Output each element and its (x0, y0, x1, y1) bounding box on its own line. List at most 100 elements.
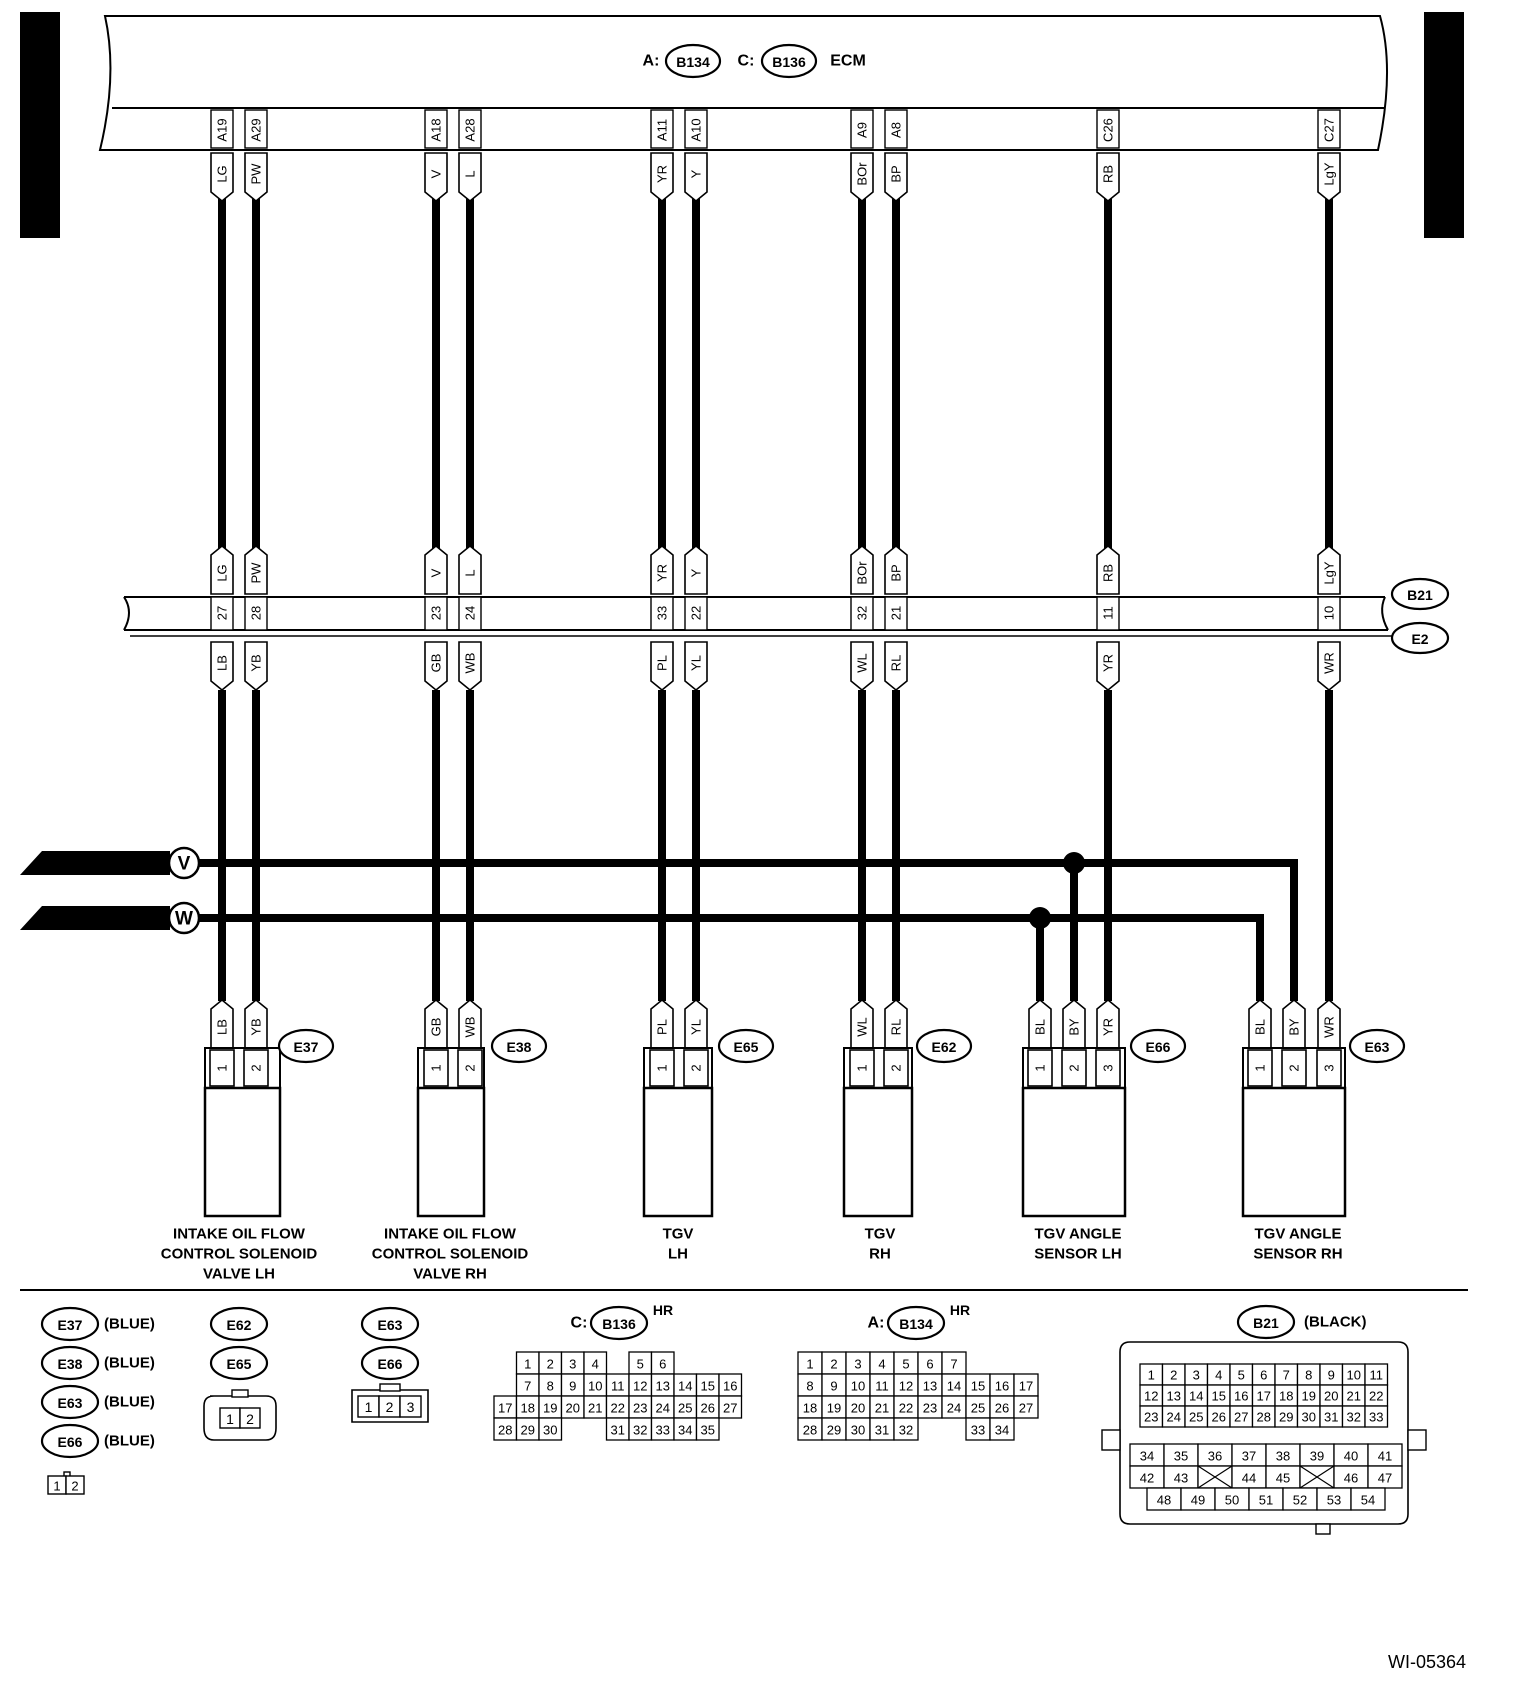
legend-b21-pin: 13 (1167, 1389, 1181, 1404)
comp-pin-number: 2 (249, 1064, 264, 1071)
legend-conn-E65-text: E65 (227, 1356, 252, 1372)
wire-color-top: LgY (1322, 162, 1337, 185)
wire-color-joint-bottom: WL (855, 653, 870, 673)
legend-2pin-text: 2 (246, 1411, 254, 1427)
legend-3pin-pin (399, 1395, 422, 1418)
legend-conn-E66-oval (40, 1423, 100, 1459)
ecm-pin-box (244, 109, 268, 149)
comp-name: TGV ANGLE (1035, 1226, 1122, 1243)
wire-color-joint-top: BOr (855, 561, 870, 585)
joint-b21-oval (1390, 577, 1450, 611)
comp-pin-color: BY (1067, 1018, 1082, 1036)
figure-id: WI-05364 (1388, 1652, 1466, 1672)
legend-2pin-pin (239, 1407, 261, 1429)
joint-pin-22: 22 (689, 606, 704, 620)
legend-color: (BLUE) (104, 1394, 155, 1411)
wire-color-joint-top: V (429, 568, 444, 577)
legend-b134-pin: 28 (803, 1423, 817, 1438)
wire-color-joint-bottom-tag (850, 641, 874, 692)
ecm-pin-C26: C26 (1101, 118, 1116, 142)
legend-b134-pin: 17 (1019, 1379, 1033, 1394)
legend-b21-pin: 34 (1140, 1449, 1154, 1464)
wire-color-joint-top-tag (850, 544, 874, 595)
ecm-pin-box (1096, 109, 1120, 149)
legend-small-pin (65, 1475, 85, 1495)
legend-b21-pin: 25 (1189, 1410, 1203, 1425)
comp-name: TGV (865, 1226, 896, 1243)
comp-conn-E63-oval (1348, 1028, 1406, 1064)
legend-b21-pin: 9 (1328, 1368, 1335, 1383)
joint-right-cut (1381, 596, 1389, 631)
comp-pin-box (243, 1049, 269, 1087)
comp-body (1241, 1086, 1347, 1218)
legend-b134-pin: 27 (1019, 1401, 1033, 1416)
wire-color-comp: WB (463, 1017, 478, 1038)
legend-b21-blank-x (1299, 1465, 1335, 1489)
legend-b136-pin: 7 (524, 1379, 531, 1394)
comp-pin-number: 3 (1101, 1064, 1116, 1071)
wire-color-joint-bottom-tag (210, 641, 234, 692)
legend-b21-pin: 1 (1148, 1368, 1155, 1383)
wire-color-top: YR (655, 165, 670, 183)
comp-conn-E66-text: E66 (1146, 1039, 1171, 1055)
legend-conn-E63-oval (40, 1384, 100, 1420)
legend-b134-pin: 11 (875, 1379, 889, 1394)
comp-pin-box (1095, 1049, 1121, 1087)
legend-b21-pin: 48 (1157, 1493, 1171, 1508)
legend-b134-pin: 6 (926, 1357, 933, 1372)
wire-color-comp: YB (249, 1018, 264, 1035)
wire-color-top-tag (1096, 152, 1120, 203)
comp-conn-E38-text: E38 (507, 1039, 532, 1055)
legend-conn-E66-text: E66 (58, 1434, 83, 1450)
wires: A19LGLGLBLBA29PWPWYBYBA18VVGBGBA28LLWBWB… (210, 109, 1341, 1049)
legend-b136-pin: 11 (611, 1379, 625, 1394)
legend-b134-pin: 34 (995, 1423, 1009, 1438)
wire-color-top: PW (249, 163, 264, 185)
ecm-conn-a-oval (664, 43, 722, 79)
legend-b134-pin: 9 (830, 1379, 837, 1394)
legend-b21-pin: 6 (1260, 1368, 1267, 1383)
wire-color-joint-top-tag (1096, 544, 1120, 595)
legend-b21-pin: 41 (1378, 1449, 1392, 1464)
wire-color-joint-bottom: YB (249, 654, 264, 671)
page-tag-left: E/G(TB)-09 (25, 58, 55, 192)
comp-pin-box (1281, 1049, 1307, 1087)
legend-conn-E38-text: E38 (58, 1356, 83, 1372)
legend-b134-pin: 31 (875, 1423, 889, 1438)
legend-b136-pin: 26 (701, 1401, 715, 1416)
legend-b134-pin: 19 (827, 1401, 841, 1416)
joint-fill (124, 597, 1388, 630)
joint-pin-21: 21 (889, 606, 904, 620)
ref-letter-W: W (175, 909, 193, 930)
legend-b21-pin: 45 (1276, 1471, 1290, 1486)
legend-b21-pin: 21 (1347, 1389, 1361, 1404)
legend-b21-color: (BLACK) (1304, 1314, 1366, 1331)
legend-b134-pin: 16 (995, 1379, 1009, 1394)
comp-pin-number: 2 (463, 1064, 478, 1071)
wire-color-joint-bottom-tag (684, 641, 708, 692)
wire-color-joint-bottom-tag (424, 641, 448, 692)
comp-body (1021, 1086, 1127, 1218)
legend-b21-pin: 7 (1283, 1368, 1290, 1383)
comp-conn-E62-text: E62 (932, 1039, 957, 1055)
wire-color-joint-bottom-tag (1096, 641, 1120, 692)
legend-b21-pin: 12 (1144, 1389, 1158, 1404)
wire-color-joint-bottom: PL (655, 655, 670, 671)
wire-color-comp: YR (1101, 1018, 1116, 1036)
legend-b21-pin: 37 (1242, 1449, 1256, 1464)
joint-pin-box (424, 596, 448, 631)
joint-pin-33: 33 (655, 606, 670, 620)
ecm-pin-A19: A19 (215, 118, 230, 141)
wire-color-top-tag (850, 152, 874, 203)
legend-b134-pin: 29 (827, 1423, 841, 1438)
wire-color-joint-bottom: WR (1322, 652, 1337, 674)
ecm-pin-box (210, 109, 234, 149)
comp-pin-number: 1 (1253, 1064, 1268, 1071)
legend-b21-pin: 31 (1324, 1410, 1338, 1425)
legend-b21-pin: 26 (1212, 1410, 1226, 1425)
joint-pin-28: 28 (249, 606, 264, 620)
legend-b136-pin: 14 (678, 1379, 692, 1394)
wire-color-joint-top: PW (249, 562, 264, 584)
